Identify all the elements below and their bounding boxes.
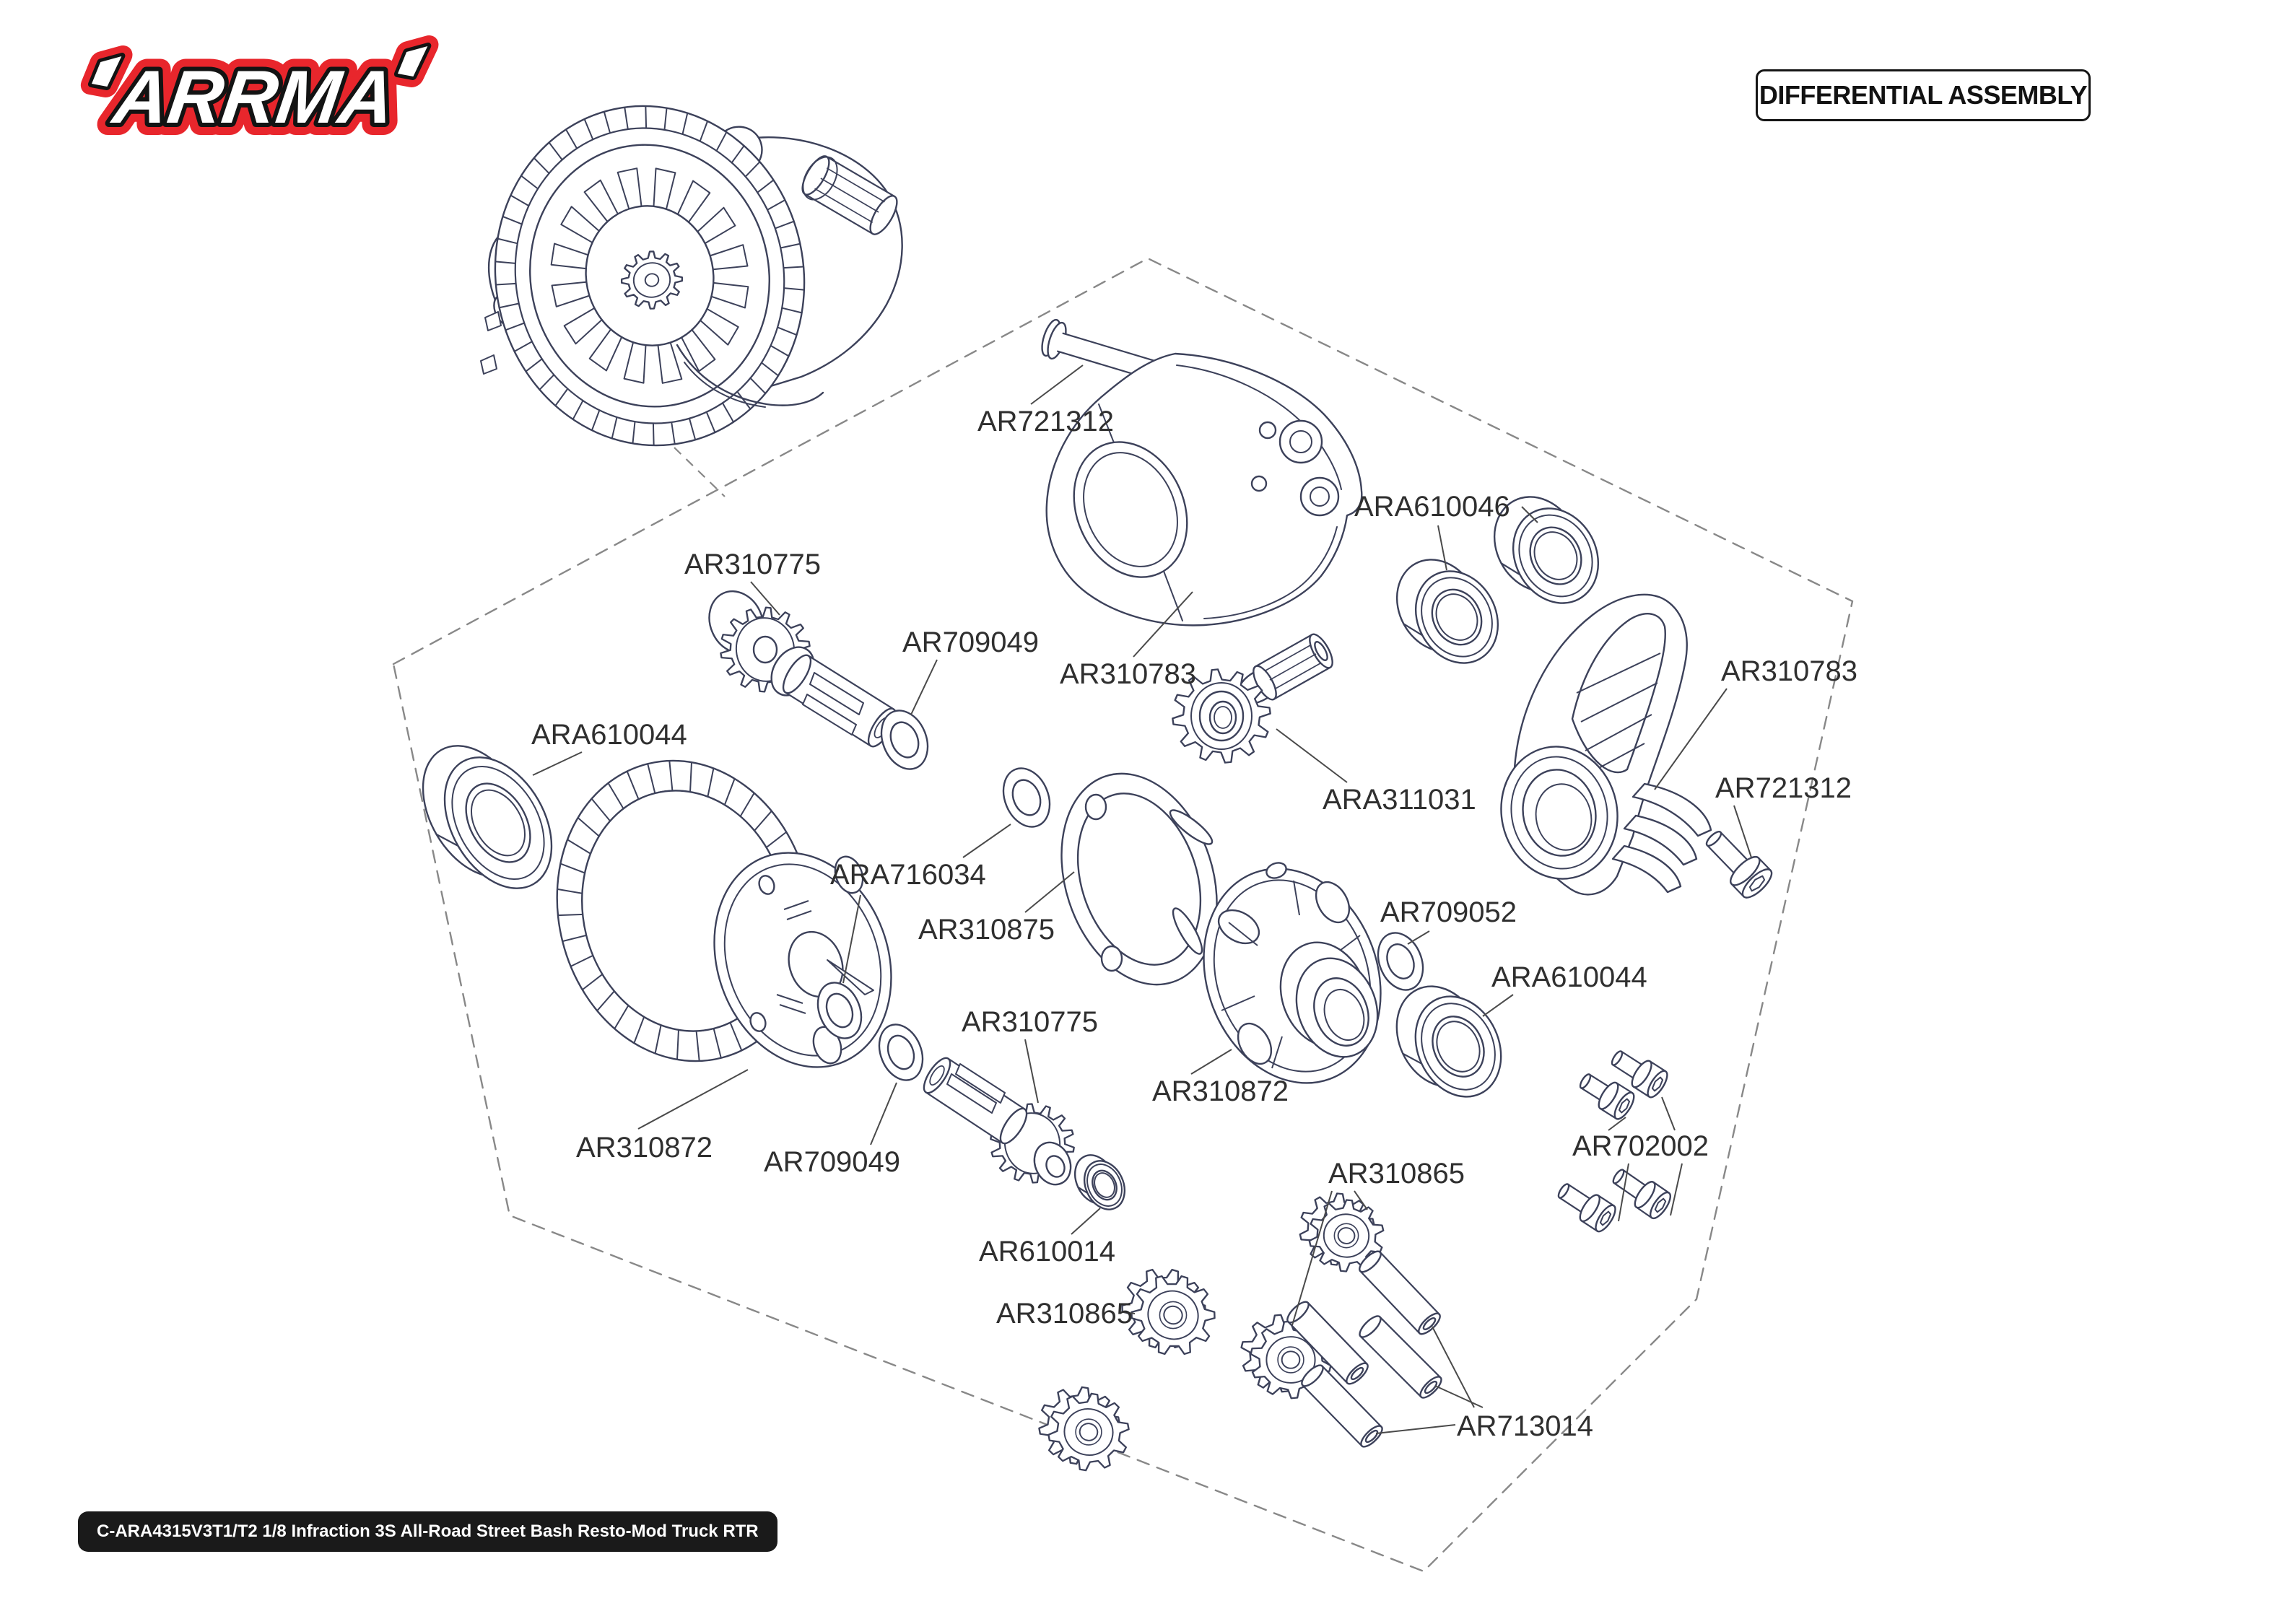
bevel-gear-ara311031 bbox=[1172, 633, 1333, 764]
label-ar310872-left: AR310872 bbox=[576, 1132, 713, 1164]
leader-lines bbox=[532, 364, 1752, 1434]
label-ar709052: AR709052 bbox=[1380, 896, 1517, 928]
label-ar310783-rear: AR310783 bbox=[1721, 655, 1858, 687]
label-ara610046: ARA610046 bbox=[1354, 491, 1510, 523]
model-name: C-ARA4315V3T1/T2 1/8 Infraction 3S All-R… bbox=[97, 1522, 759, 1541]
diff-case-ar310872-right bbox=[1203, 862, 1382, 1084]
screws-ar702002 bbox=[1557, 1050, 1671, 1233]
diff-housing-front-ar310783 bbox=[1045, 352, 1363, 627]
logo-black-white: ARRMA bbox=[87, 43, 432, 144]
footer-bar: C-ARA4315V3T1/T2 1/8 Infraction 3S All-R… bbox=[78, 1511, 777, 1552]
label-ar702002: AR702002 bbox=[1572, 1130, 1709, 1162]
pins-ar713014 bbox=[1286, 1250, 1442, 1448]
label-ar709049-bottom: AR709049 bbox=[764, 1146, 901, 1178]
gasket-ar310875 bbox=[1060, 772, 1218, 986]
label-ar310865-left: AR310865 bbox=[996, 1298, 1133, 1330]
logo-text: ARRMA bbox=[107, 55, 400, 139]
label-ara610044-right: ARA610044 bbox=[1491, 961, 1647, 993]
label-ar713014: AR713014 bbox=[1457, 1410, 1594, 1442]
screw-ar721312-right bbox=[1705, 831, 1773, 899]
arrma-logo: ARRMA ARRMA bbox=[80, 35, 439, 149]
bearings-ara610046 bbox=[1395, 496, 1600, 664]
logo-text-outline: ARRMA bbox=[107, 55, 400, 139]
shim-washers bbox=[816, 710, 1424, 1081]
label-ar310775-bottom: AR310775 bbox=[962, 1006, 1099, 1038]
label-ar310872-right: AR310872 bbox=[1152, 1075, 1289, 1107]
label-ar610014: AR610014 bbox=[979, 1236, 1116, 1267]
label-ar721312-right: AR721312 bbox=[1715, 772, 1852, 804]
assembled-differential-unit bbox=[480, 105, 903, 447]
bearing-ar610014 bbox=[1073, 1154, 1126, 1210]
bearing-ara610044-right bbox=[1395, 985, 1502, 1098]
label-ar721312-top: AR721312 bbox=[977, 406, 1115, 437]
label-ar310775-top: AR310775 bbox=[684, 549, 822, 580]
title-box: DIFFERENTIAL ASSEMBLY bbox=[1756, 69, 2091, 121]
label-ara311031: ARA311031 bbox=[1323, 784, 1476, 816]
label-ar310875: AR310875 bbox=[918, 914, 1055, 946]
label-ar709049-top: AR709049 bbox=[902, 627, 1040, 658]
label-ara716034: ARA716034 bbox=[830, 859, 986, 891]
page-title: DIFFERENTIAL ASSEMBLY bbox=[1759, 80, 2088, 110]
ring-gear-diff-case-ar310872 bbox=[556, 759, 892, 1068]
input-gear-ar310775-bottom bbox=[923, 1057, 1075, 1186]
label-ar310865-right: AR310865 bbox=[1328, 1158, 1465, 1189]
bearing-ara610044-left bbox=[422, 745, 553, 889]
diff-housing-rear-ar310783 bbox=[1500, 593, 1712, 896]
input-gear-ar310775-top bbox=[708, 590, 897, 748]
label-ar310783-front: AR310783 bbox=[1060, 658, 1197, 690]
label-ara610044-left: ARA610044 bbox=[531, 719, 687, 751]
